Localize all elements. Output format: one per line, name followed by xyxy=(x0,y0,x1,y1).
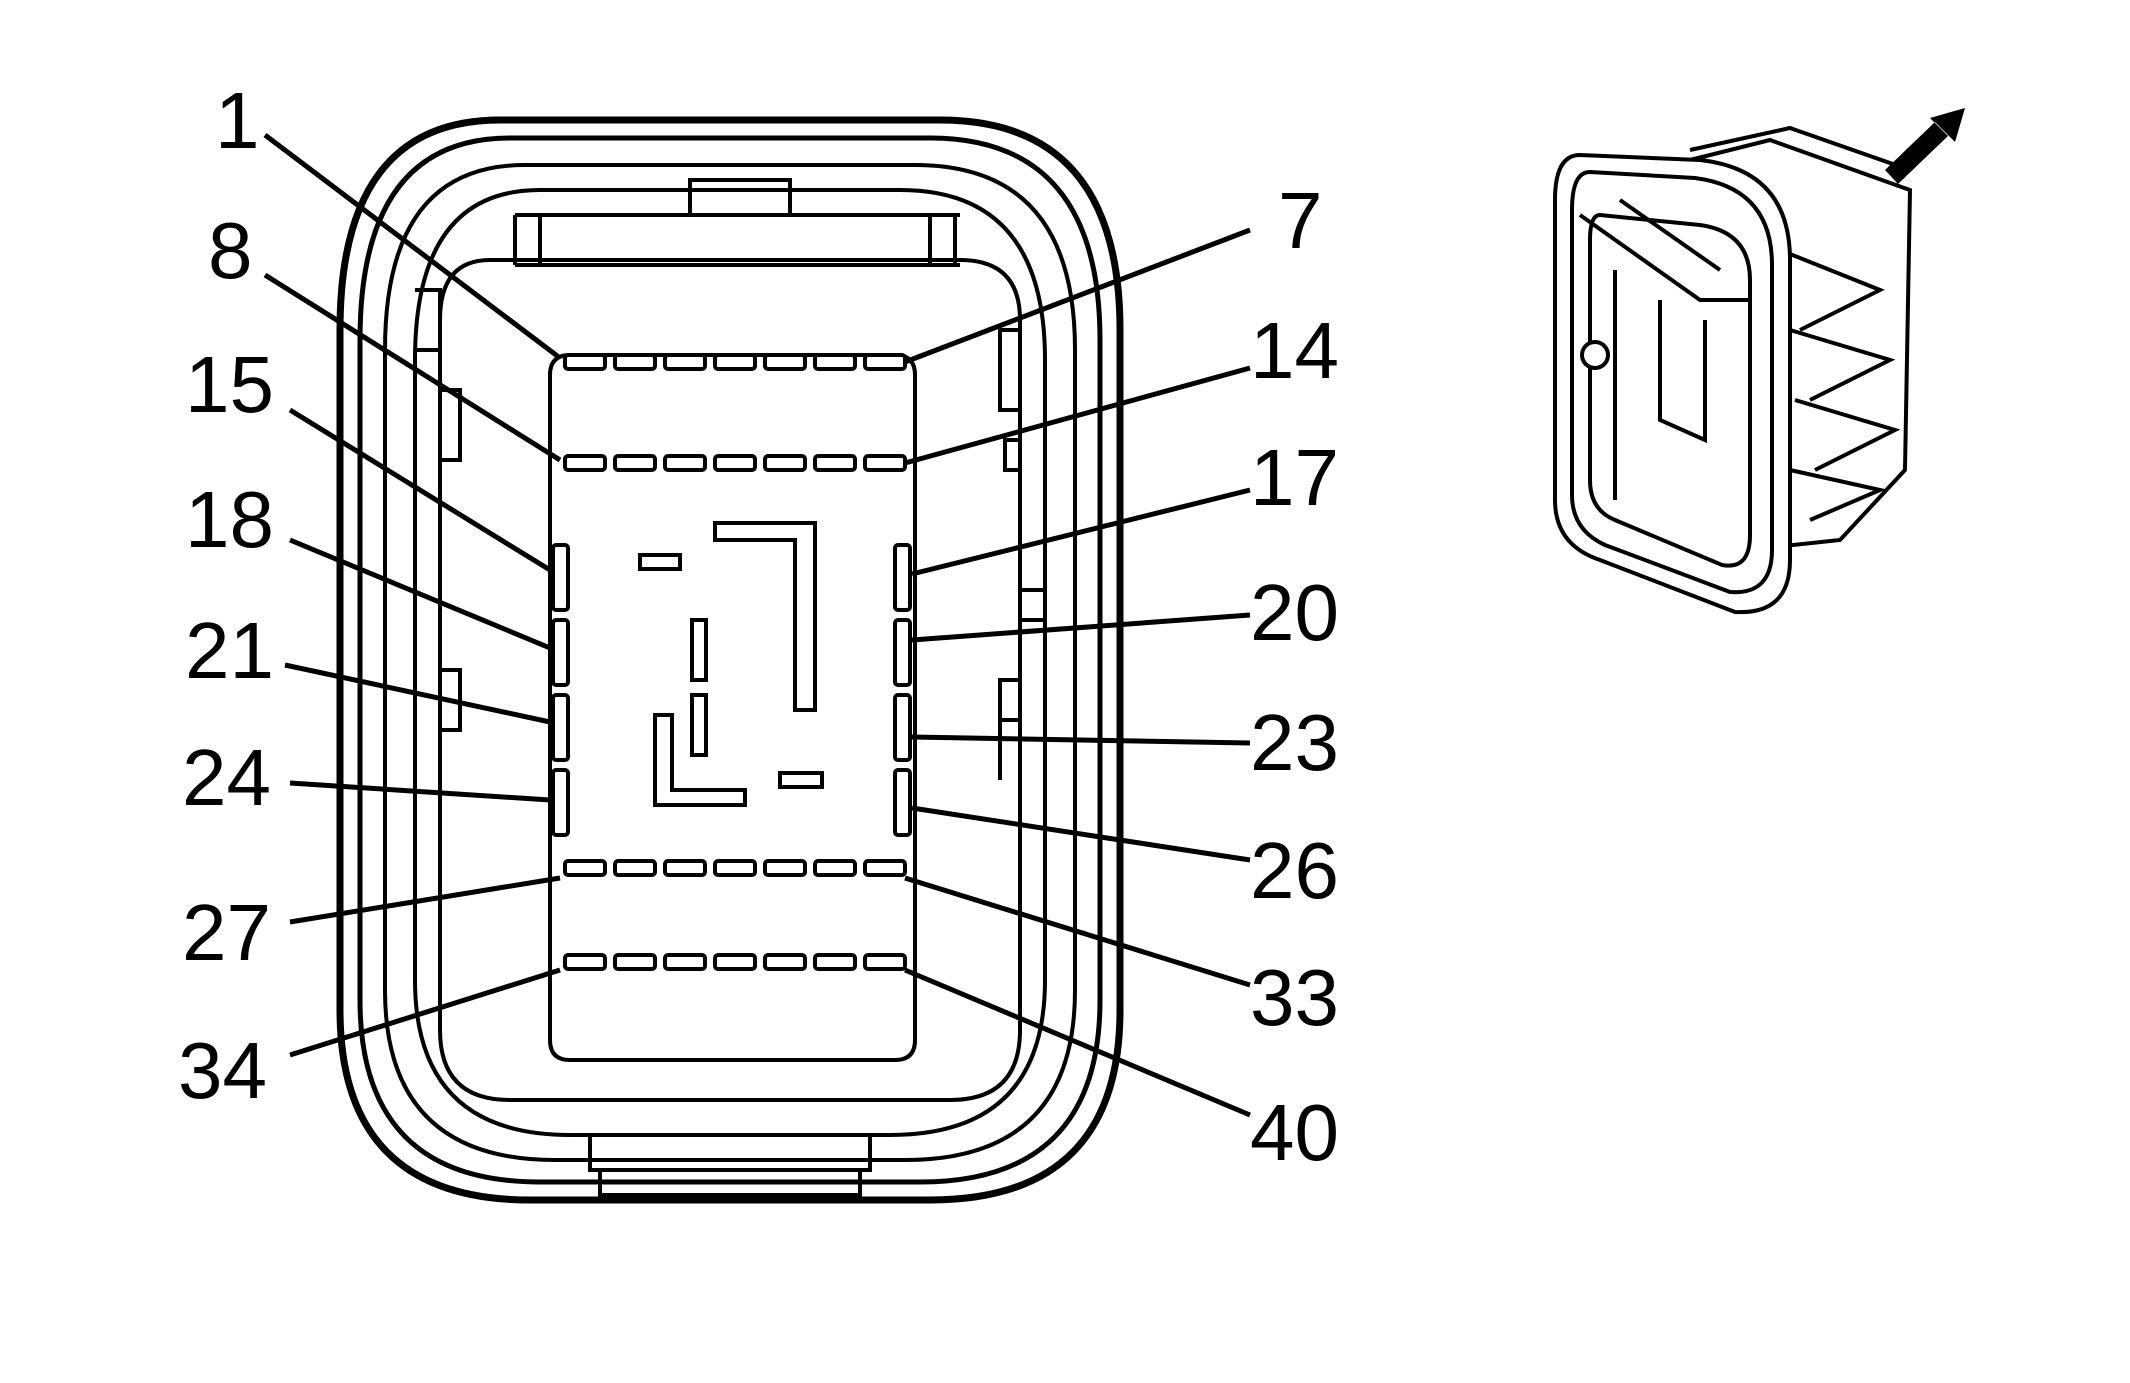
leader-21 xyxy=(284,662,551,725)
pin-cavity-24 xyxy=(551,768,570,837)
leader-24 xyxy=(289,780,551,803)
pin-cavity-36 xyxy=(663,953,707,971)
pin-cavity-34 xyxy=(563,953,607,971)
leader-15 xyxy=(288,407,552,573)
pin-label-15: 15 xyxy=(185,340,274,429)
leader-33 xyxy=(904,875,1251,988)
pin-cavity-31 xyxy=(763,859,807,877)
pin-cavity-2 xyxy=(613,353,657,371)
leader-8 xyxy=(263,272,562,463)
leader-7 xyxy=(904,227,1251,365)
pin-cavity-4 xyxy=(713,353,757,371)
leader-14 xyxy=(904,365,1251,466)
pin-row-34-40 xyxy=(563,953,907,971)
cavity-wall xyxy=(438,258,1022,1102)
pin-cavity-40 xyxy=(863,953,907,971)
pin-label-18: 18 xyxy=(185,475,274,564)
housing-outline-outer xyxy=(336,116,1124,1204)
pin-label-8: 8 xyxy=(208,206,253,295)
leader-20 xyxy=(911,612,1251,643)
pin-label-24: 24 xyxy=(182,733,271,822)
leader-1 xyxy=(263,133,562,360)
pin-cavity-29 xyxy=(663,859,707,877)
leader-26 xyxy=(911,805,1251,863)
pin-field xyxy=(548,353,917,1062)
pin-label-1: 1 xyxy=(215,76,260,165)
connector-boss xyxy=(1580,340,1610,370)
leader-40 xyxy=(904,967,1251,1118)
pin-cavity-38 xyxy=(763,953,807,971)
leader-17 xyxy=(911,487,1251,577)
pin-label-17: 17 xyxy=(1250,433,1339,522)
pin-column-left xyxy=(551,543,570,837)
pin-cavity-17 xyxy=(893,543,912,612)
leader-27 xyxy=(289,875,561,925)
pin-cavity-1 xyxy=(563,353,607,371)
pin-label-7: 7 xyxy=(1278,176,1323,265)
pin-label-23: 23 xyxy=(1250,698,1339,787)
pin-cavity-8 xyxy=(563,454,607,472)
pin-row-27-33 xyxy=(563,859,907,877)
pin-cavity-13 xyxy=(813,454,857,472)
pin-cavity-14 xyxy=(863,454,907,472)
leader-lines xyxy=(263,133,1251,1118)
pin-cavity-32 xyxy=(813,859,857,877)
pin-cavity-12 xyxy=(763,454,807,472)
pin-label-21: 21 xyxy=(185,606,274,695)
direction-arrow xyxy=(1885,108,1965,184)
pin-labels: 1 7 8 14 15 17 18 20 21 23 24 26 27 33 3… xyxy=(178,76,1339,1177)
pin-cavity-5 xyxy=(763,353,807,371)
bottom-latch xyxy=(588,1135,872,1172)
pin-row-1-7 xyxy=(563,353,907,371)
pin-cavity-6 xyxy=(813,353,857,371)
leader-18 xyxy=(289,537,551,651)
pin-cavity-39 xyxy=(813,953,857,971)
pin-cavity-7 xyxy=(863,353,907,371)
housing-outline-2 xyxy=(357,135,1103,1185)
pin-label-34: 34 xyxy=(178,1026,267,1115)
leader-23 xyxy=(911,734,1251,746)
pin-cavity-27 xyxy=(563,859,607,877)
pin-label-26: 26 xyxy=(1250,826,1339,915)
top-latch xyxy=(688,178,792,217)
pin-row-8-14 xyxy=(563,454,907,472)
connector-isometric-view xyxy=(1553,108,1965,615)
pin-cavity-10 xyxy=(663,454,707,472)
pin-cavity-3 xyxy=(663,353,707,371)
pin-label-27: 27 xyxy=(182,888,271,977)
pin-cavity-35 xyxy=(613,953,657,971)
housing-outline-3 xyxy=(383,163,1077,1162)
pin-cavity-21 xyxy=(551,693,570,762)
pin-cavity-26 xyxy=(893,768,912,837)
pin-cavity-23 xyxy=(893,693,912,762)
pin-cavity-15 xyxy=(551,543,570,612)
pin-label-33: 33 xyxy=(1250,953,1339,1042)
pin-label-40: 40 xyxy=(1250,1088,1339,1177)
pin-label-14: 14 xyxy=(1250,306,1339,395)
pin-cavity-28 xyxy=(613,859,657,877)
connector-face xyxy=(336,116,1124,1204)
pin-cavity-37 xyxy=(713,953,757,971)
pin-cavity-11 xyxy=(713,454,757,472)
leader-34 xyxy=(289,967,561,1058)
pin-cavity-18 xyxy=(551,618,570,687)
pin-column-right xyxy=(893,543,912,837)
pin-cavity-30 xyxy=(713,859,757,877)
pin-cavity-9 xyxy=(613,454,657,472)
center-keying xyxy=(638,521,824,807)
pin-cavity-33 xyxy=(863,859,907,877)
pin-label-20: 20 xyxy=(1250,568,1339,657)
housing-outline-4 xyxy=(413,188,1047,1137)
pin-cavity-20 xyxy=(893,618,912,687)
